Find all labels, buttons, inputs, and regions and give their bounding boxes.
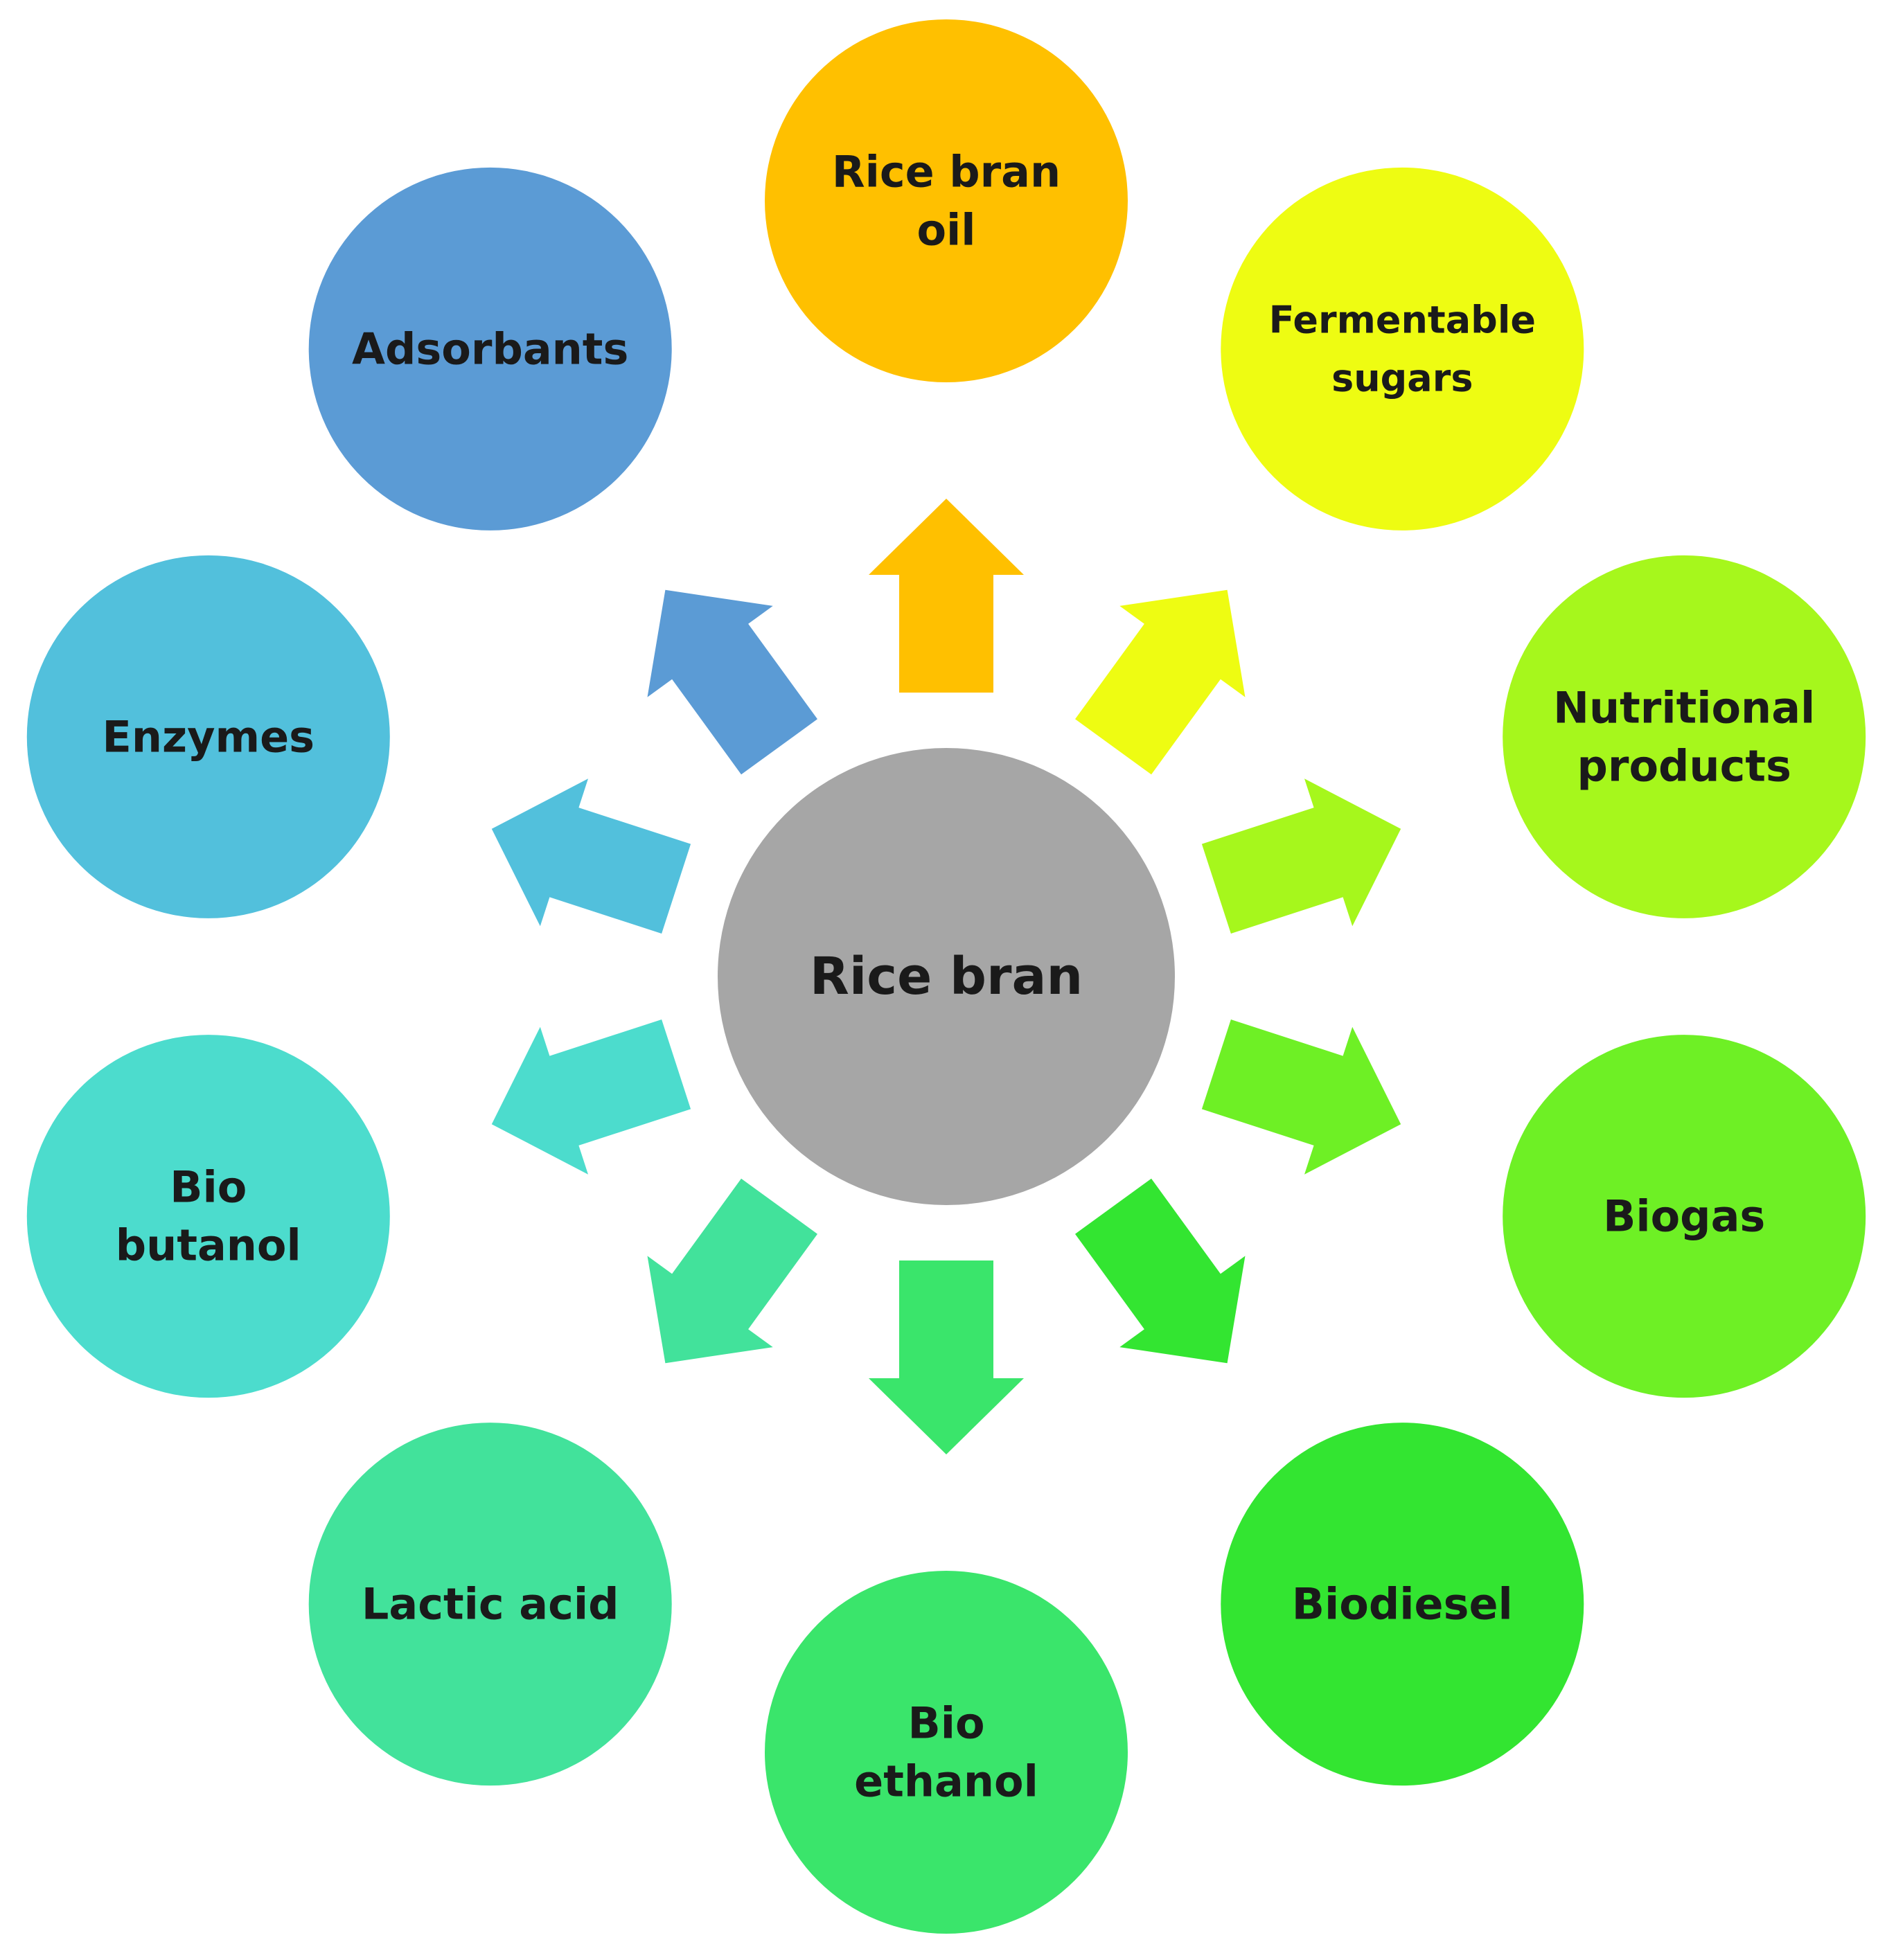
node-label-enzymes: Enzymes <box>103 711 315 762</box>
node-circle-bio-butanol <box>26 1035 390 1398</box>
center-node: Rice bran <box>718 748 1175 1205</box>
node-label-rice-bran-oil: Rice bran <box>832 147 1061 197</box>
node-label-bio-ethanol: Bio <box>907 1698 984 1749</box>
node-circle-bio-ethanol <box>765 1571 1128 1934</box>
arrow-to-rice-bran-oil <box>869 499 1024 693</box>
arrow-to-lactic-acid <box>647 1178 817 1364</box>
node-circle-biogas <box>1503 1035 1866 1398</box>
node-circle-biodiesel <box>1221 1423 1584 1786</box>
node-circle-adsorbants <box>308 167 672 531</box>
node-label-bio-butanol: Bio <box>170 1162 247 1213</box>
node-label-bio-ethanol: ethanol <box>854 1756 1038 1807</box>
node-circle-enzymes <box>26 555 390 918</box>
node-bio-butanol: Bio butanol <box>26 1035 390 1398</box>
node-rice-bran-oil: Rice bran oil <box>765 19 1128 382</box>
node-bio-ethanol: Bio ethanol <box>765 1571 1128 1934</box>
node-label-fermentable-sugars: sugars <box>1331 356 1473 400</box>
node-label-lactic-acid: Lactic acid <box>362 1579 619 1630</box>
arrow-to-fermentable-sugars <box>1075 589 1246 775</box>
node-adsorbants: Adsorbants <box>308 167 672 531</box>
node-fermentable-sugars: Fermentable sugars <box>1221 167 1584 531</box>
arrow-to-enzymes <box>491 778 691 934</box>
node-circle-lactic-acid <box>308 1423 672 1786</box>
node-circle-rice-bran-oil <box>765 19 1128 382</box>
node-label-adsorbants: Adsorbants <box>352 323 628 374</box>
node-label-biogas: Biogas <box>1603 1191 1765 1242</box>
center-label: Rice bran <box>810 947 1083 1006</box>
node-biodiesel: Biodiesel <box>1221 1423 1584 1786</box>
arrow-to-nutritional-products <box>1201 778 1401 934</box>
node-enzymes: Enzymes <box>26 555 390 918</box>
node-label-nutritional-products: Nutritional <box>1553 682 1815 733</box>
arrow-to-biodiesel <box>1075 1178 1246 1364</box>
node-circle-fermentable-sugars <box>1221 167 1584 531</box>
arrows-layer <box>491 499 1401 1454</box>
center-circle <box>718 748 1175 1205</box>
arrow-to-bio-butanol <box>491 1019 691 1175</box>
node-label-bio-butanol: butanol <box>116 1220 301 1271</box>
node-label-rice-bran-oil: oil <box>916 205 975 256</box>
node-lactic-acid: Lactic acid <box>308 1423 672 1786</box>
node-label-biodiesel: Biodiesel <box>1292 1579 1513 1630</box>
node-biogas: Biogas <box>1503 1035 1866 1398</box>
node-label-nutritional-products: products <box>1577 740 1791 791</box>
arrow-to-biogas <box>1201 1019 1401 1175</box>
arrow-to-bio-ethanol <box>869 1260 1024 1454</box>
node-nutritional-products: Nutritional products <box>1503 555 1866 918</box>
node-circle-nutritional-products <box>1503 555 1866 918</box>
arrow-to-adsorbants <box>647 589 817 775</box>
node-label-fermentable-sugars: Fermentable <box>1269 298 1536 341</box>
